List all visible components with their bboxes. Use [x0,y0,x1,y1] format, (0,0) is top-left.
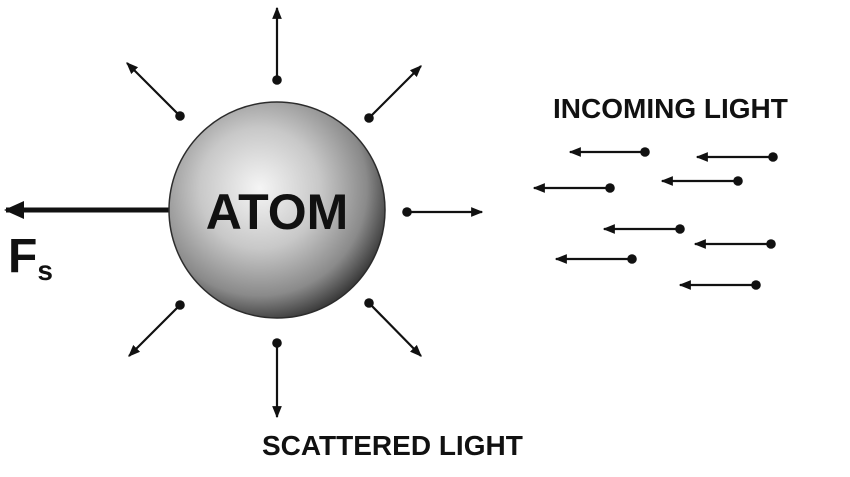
incoming-arrow [678,280,761,290]
scattered-arrow-down [272,338,282,419]
incoming-arrow [602,224,685,234]
scattered-arrow-down-left [128,300,185,357]
scattered-arrow-up [272,6,282,85]
force-label-sub: s [37,255,53,286]
scattered-arrow-up-left [126,62,185,121]
force-label: Fs [8,230,53,286]
incoming-arrow [568,147,650,157]
scattered-arrow-up-right [364,65,422,123]
scattered-arrow-right [402,207,484,217]
incoming-light-label: INCOMING LIGHT [553,93,788,124]
atom-sphere [168,101,386,319]
scattered-light-label: SCATTERED LIGHT [262,430,523,461]
incoming-arrow [532,183,615,193]
incoming-arrow [693,239,776,249]
incoming-arrow [660,176,743,186]
atom-label: ATOM [206,184,349,240]
scattered-arrow-down-right [364,298,422,357]
incoming-arrows [532,147,778,290]
incoming-arrow [695,152,778,162]
force-label-main: F [8,230,37,283]
scattered-arrows [126,6,484,419]
incoming-arrow [554,254,637,264]
